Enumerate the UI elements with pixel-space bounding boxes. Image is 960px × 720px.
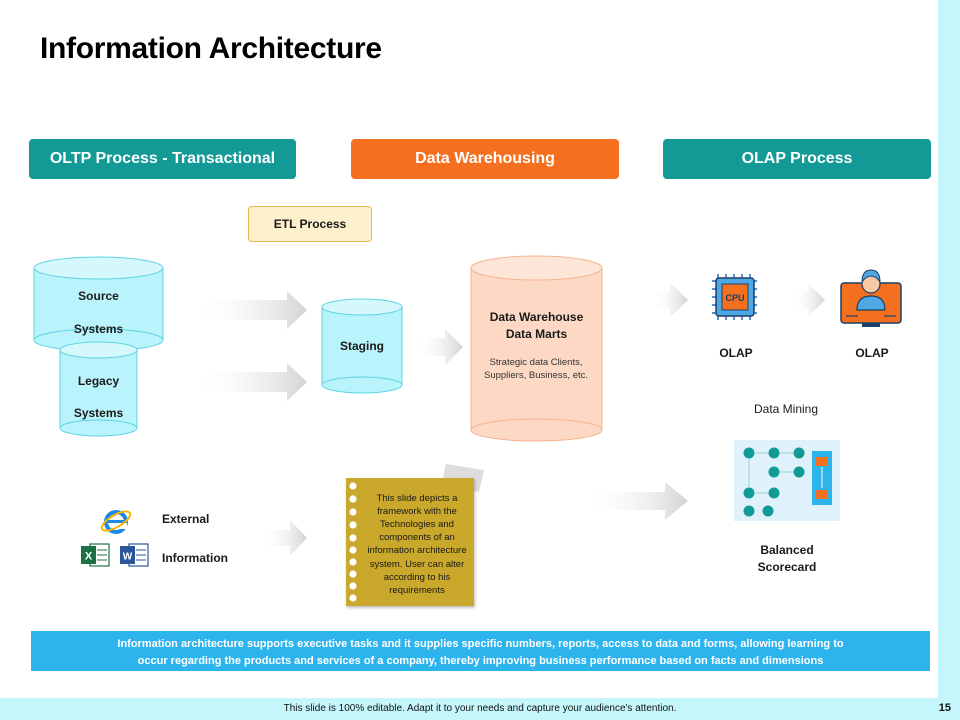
footer-text: This slide is 100% editable. Adapt it to… [283,703,677,714]
summary-banner-line2: occur regarding the products and service… [137,655,824,668]
olap-label-analyst: OLAP [855,346,889,360]
data-warehouse-title-line1: Data Warehouse [489,310,584,324]
svg-text:CPU: CPU [725,293,744,303]
word-icon: W [120,543,149,567]
flow-arrow-source-to-staging [195,291,307,329]
summary-banner-line1: Information architecture supports execut… [117,638,844,650]
flow-arrow-warehouse-to-olap [652,283,688,317]
internet-explorer-icon [100,510,132,534]
legacy-systems-cylinder [59,341,138,437]
flow-arrow-external-to-note [262,520,307,556]
data-warehouse-cylinder [470,255,603,442]
svg-text:W: W [123,552,133,563]
header-data-warehousing: Data Warehousing [351,139,619,179]
svg-text:X: X [85,551,93,563]
balanced-scorecard-line1: Balanced [760,543,814,557]
source-systems-label-line2: Systems [73,322,124,336]
header-olap: OLAP Process [663,139,931,179]
cpu-icon: CPU [712,274,757,320]
external-label-line1: External [162,512,210,526]
excel-icon: X [81,543,110,567]
staging-cylinder [321,298,403,394]
page-title: Information Architecture [40,32,382,65]
balanced-scorecard-line2: Scorecard [757,560,817,574]
source-systems-label-line1: Source [78,289,119,303]
footer-bar: This slide is 100% editable. Adapt it to… [0,698,960,720]
external-label-line2: Information [162,551,228,565]
data-warehouse-title-line2: Data Marts [505,327,568,341]
page-number: 15 [938,702,951,714]
etl-process-box: ETL Process [248,206,372,242]
header-oltp: OLTP Process - Transactional [29,139,296,179]
note-card-text: This slide depicts a framework with the … [367,493,467,596]
flow-arrow-staging-to-warehouse [417,329,463,365]
data-warehouse-note: Strategic data Clients, Suppliers, Busin… [483,357,589,382]
analyst-monitor-icon [840,269,902,327]
source-systems-cylinder [33,256,164,352]
olap-label-cpu: OLAP [719,346,753,360]
legacy-systems-label-line1: Legacy [77,374,120,388]
legacy-systems-label-line2: Systems [73,406,124,420]
side-band [938,0,960,720]
note-card-binding-holes [349,482,357,602]
summary-banner: Information architecture supports execut… [31,631,930,671]
flow-arrow-note-to-scorecard [585,482,688,520]
flow-arrow-cpu-to-analyst [793,283,825,317]
scorecard-diagram-icon [734,440,840,521]
flow-arrow-legacy-to-staging [195,363,307,401]
data-mining-label: Data Mining [753,402,819,416]
staging-label: Staging [340,339,384,353]
note-card [346,478,474,606]
